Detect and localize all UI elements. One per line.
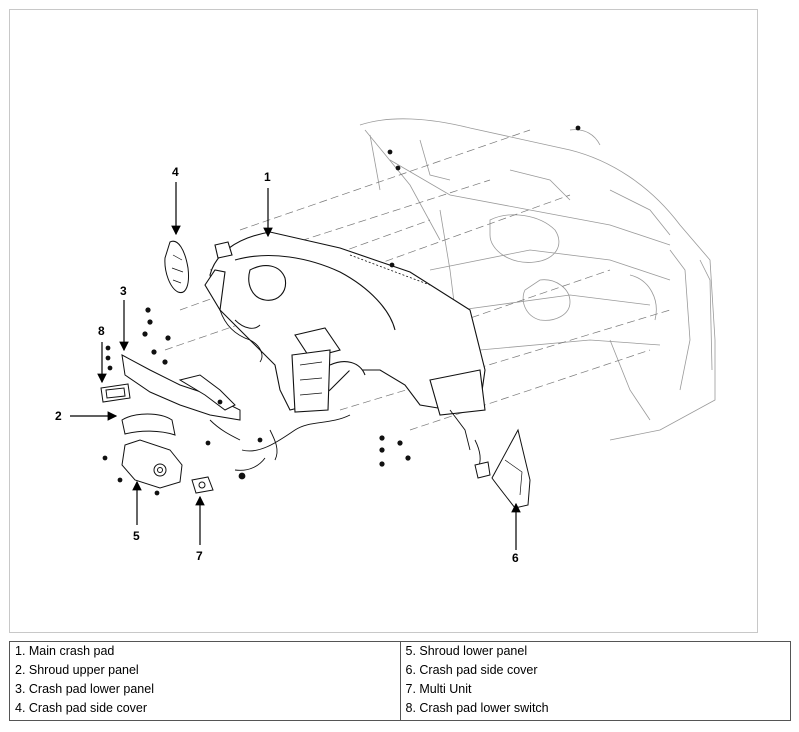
legend-column-right: 5. Shroud lower panel 6. Crash pad side … bbox=[399, 642, 791, 720]
crash-pad-side-cover-right bbox=[474, 428, 531, 509]
callout-1: 1 bbox=[264, 170, 271, 184]
legend-item: 4. Crash pad side cover bbox=[15, 701, 148, 715]
vehicle-body-outline bbox=[359, 118, 716, 441]
crash-pad-lower-switch bbox=[100, 383, 131, 403]
legend-item: 1. Main crash pad bbox=[15, 644, 115, 658]
callout-7: 7 bbox=[196, 549, 203, 563]
crash-pad-lower-panel bbox=[121, 354, 241, 421]
legend-item: 8. Crash pad lower switch bbox=[405, 701, 549, 715]
multi-unit bbox=[191, 476, 214, 494]
diagram-drawing: 1 4 3 8 2 5 7 6 bbox=[55, 118, 716, 565]
callout-8: 8 bbox=[98, 324, 105, 338]
callout-5: 5 bbox=[133, 529, 140, 543]
legend-item: 3. Crash pad lower panel bbox=[15, 682, 154, 696]
shroud-upper-panel bbox=[121, 413, 176, 436]
callout-numbers: 1 4 3 8 2 5 7 6 bbox=[55, 165, 519, 565]
dash-wiring bbox=[209, 309, 481, 471]
legend-item: 7. Multi Unit bbox=[405, 682, 472, 696]
main-crash-pad bbox=[204, 231, 486, 416]
callout-leaders bbox=[70, 182, 521, 550]
legend-item: 5. Shroud lower panel bbox=[405, 644, 528, 658]
legend-item: 2. Shroud upper panel bbox=[15, 663, 139, 677]
exploded-diagram: 1 4 3 8 2 5 7 6 bbox=[9, 9, 758, 633]
callout-3: 3 bbox=[120, 284, 127, 298]
callout-4: 4 bbox=[172, 165, 179, 179]
callout-2: 2 bbox=[55, 409, 62, 423]
crash-pad-side-cover-left bbox=[164, 240, 189, 294]
fasteners bbox=[102, 125, 581, 496]
parts-legend-table: 1. Main crash pad 2. Shroud upper panel … bbox=[9, 641, 791, 721]
shroud-lower-panel bbox=[121, 439, 183, 489]
callout-6: 6 bbox=[512, 551, 519, 565]
legend-item: 6. Crash pad side cover bbox=[405, 663, 538, 677]
legend-column-left: 1. Main crash pad 2. Shroud upper panel … bbox=[10, 642, 400, 720]
